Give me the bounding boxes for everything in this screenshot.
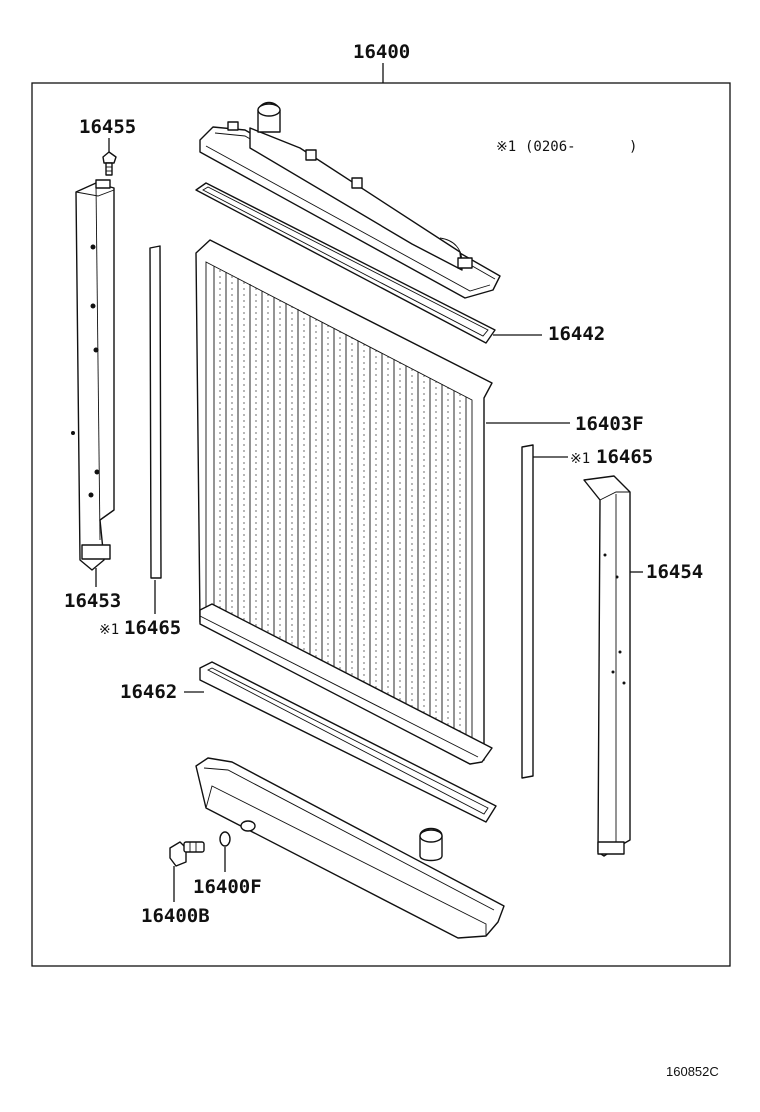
- label-right-seal[interactable]: 16465: [596, 446, 653, 468]
- label-left-seal[interactable]: 16465: [124, 617, 181, 639]
- note-text: (0206-: [525, 139, 576, 155]
- upper-gasket[interactable]: [195, 182, 496, 344]
- drain-cock[interactable]: [169, 841, 205, 867]
- core-fins: [219, 270, 461, 744]
- label-right-support[interactable]: 16454: [646, 561, 703, 583]
- label-o-ring[interactable]: 16400F: [193, 876, 262, 898]
- right-support[interactable]: [583, 475, 631, 857]
- left-support[interactable]: [71, 179, 115, 571]
- radiator-core[interactable]: [195, 239, 493, 765]
- assembly-frame: [31, 82, 731, 967]
- note-close: ): [629, 139, 637, 155]
- right-seal[interactable]: [521, 444, 534, 779]
- right-seal-note: ※1: [570, 451, 590, 467]
- label-bolt[interactable]: 16455: [79, 116, 136, 138]
- label-upper-gasket[interactable]: 16442: [548, 323, 605, 345]
- lower-tank[interactable]: [195, 757, 505, 939]
- note-prefix: ※1: [496, 139, 516, 155]
- lower-gasket[interactable]: [199, 661, 497, 823]
- o-ring[interactable]: [219, 831, 231, 847]
- diagram-code: 160852C: [666, 1064, 719, 1079]
- upper-tank[interactable]: [199, 101, 501, 299]
- bolt[interactable]: [102, 151, 117, 176]
- label-lower-gasket[interactable]: 16462: [120, 681, 177, 703]
- label-core[interactable]: 16403F: [575, 413, 644, 435]
- label-left-support[interactable]: 16453: [64, 590, 121, 612]
- core-tubes: [213, 266, 467, 747]
- label-assembly[interactable]: 16400: [353, 41, 410, 63]
- label-drain-cock[interactable]: 16400B: [141, 905, 210, 927]
- applicability-note: ※1 (0206- ): [496, 139, 637, 155]
- left-seal[interactable]: [149, 245, 162, 579]
- left-seal-note: ※1: [99, 622, 119, 638]
